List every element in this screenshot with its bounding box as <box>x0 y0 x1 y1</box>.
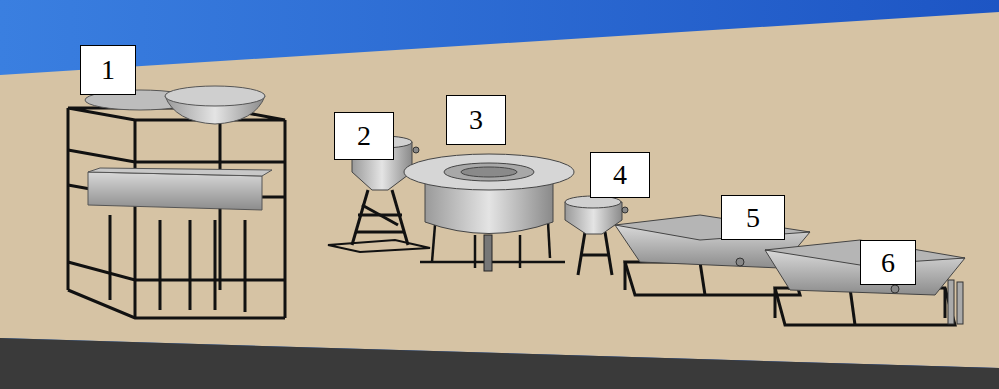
tank-stand <box>578 232 612 275</box>
tray <box>88 172 262 210</box>
trough-drain <box>736 258 744 266</box>
trough-drain <box>891 285 899 293</box>
cylinder-inner <box>461 167 517 177</box>
tank-valve <box>413 147 419 153</box>
callout-number: 5 <box>746 204 760 232</box>
ground-plane <box>0 12 999 368</box>
callout-number: 6 <box>881 249 895 277</box>
cylinder-opening <box>444 163 534 181</box>
drain-pipe <box>484 235 492 271</box>
outlet-plate <box>948 280 954 324</box>
bowl-rim <box>165 86 265 106</box>
tank-stand <box>328 190 430 252</box>
callout-box: 6 <box>860 240 916 285</box>
callout-number: 2 <box>357 122 371 150</box>
callout-box: 4 <box>590 152 650 198</box>
tank-valve <box>622 207 628 213</box>
callout-box: 5 <box>721 195 785 240</box>
callout-number: 4 <box>613 161 627 189</box>
callout-box: 1 <box>80 45 136 95</box>
rack-frame <box>68 108 285 318</box>
callout-box: 3 <box>446 95 506 145</box>
callout-number: 1 <box>101 56 115 84</box>
callout-number: 3 <box>469 106 483 134</box>
ground-edge <box>0 338 999 389</box>
callout-box: 2 <box>334 112 394 160</box>
tray-top <box>88 168 272 176</box>
cylinder-rim <box>404 154 574 190</box>
outlet-plate <box>957 282 963 324</box>
